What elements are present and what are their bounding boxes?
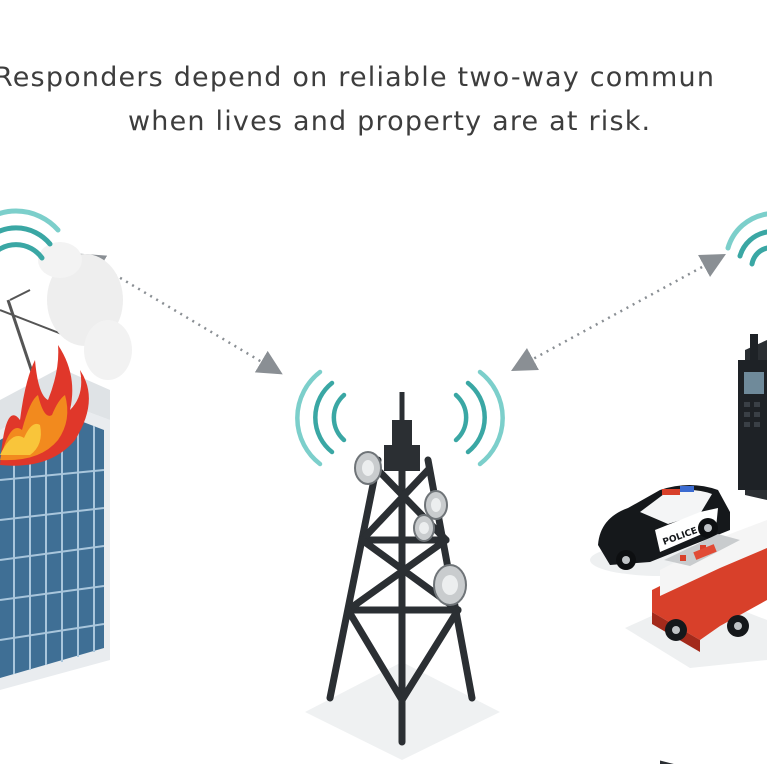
signal-waves-icon (725, 211, 767, 267)
arrow-building-to-tower (79, 253, 283, 375)
responders-group: POLICE (590, 211, 767, 764)
signal-waves-icon (0, 208, 61, 261)
fire-truck-icon (625, 520, 767, 764)
headline-line-2: when lives and property are at risk. (128, 106, 652, 137)
radio-tower-icon (295, 369, 505, 760)
building-fire-icon (0, 208, 132, 690)
two-way-radio-icon (738, 334, 767, 500)
arrow-tower-to-responders (511, 254, 726, 371)
headline-line-1: Responders depend on reliable two-way co… (0, 62, 716, 93)
headline: Responders depend on reliable two-way co… (0, 62, 767, 152)
signal-waves-icon (295, 369, 505, 467)
